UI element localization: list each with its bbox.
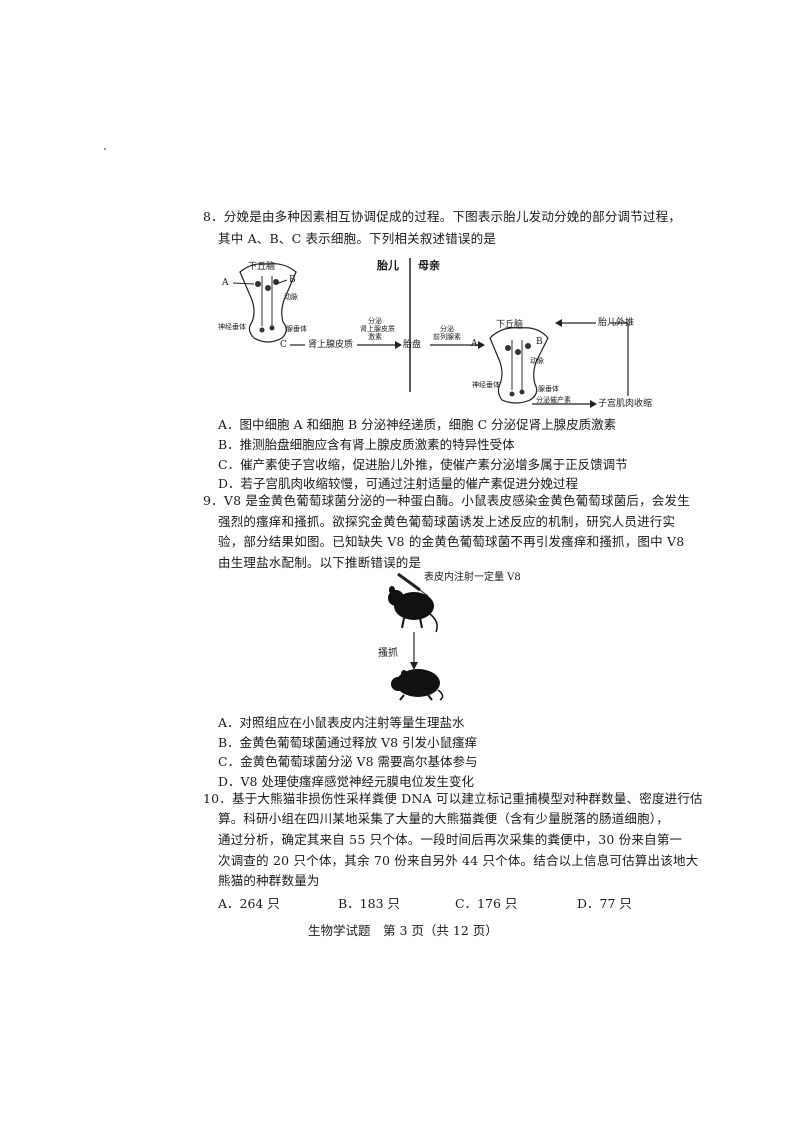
q10-option-b: B．183 只: [338, 896, 401, 911]
q10-stem-line5: 熊猫的种群数量为: [218, 873, 320, 888]
uterine-contraction-label: 子宫肌肉收缩: [598, 399, 653, 409]
q8-stem-line2: 其中 A、B、C 表示细胞。下列相关叙述错误的是: [218, 231, 497, 246]
q10-option-a: A．264 只: [218, 896, 280, 911]
left-adenohypophysis-label: 腺垂体: [286, 325, 307, 333]
q8-option-b: B．推测胎盘细胞应含有肾上腺皮质激素的特异性受体: [218, 437, 515, 452]
mother-label: 母亲: [418, 259, 440, 272]
q9-stem-line4: 由生理盐水配制。以下推断错误的是: [218, 555, 422, 570]
secrete-acth-line2: 肾上腺皮质: [360, 325, 395, 333]
right-cell-a-label: A: [471, 339, 478, 349]
q9-option-c: C．金黄色葡萄球菌分泌 V8 需要高尔基体参与: [218, 754, 478, 769]
left-cell-b-label: B: [289, 275, 296, 285]
q10-stem-line4: 次调查的 20 只个体，其余 70 份来自另外 44 只个体。结合以上信息可估算…: [218, 853, 699, 868]
q9-stem-line2: 强烈的瘙痒和搔抓。欲探究金黄色葡萄球菌诱发上述反应的机制，研究人员进行实: [218, 514, 676, 529]
q9-stem-line1: 9．V8 是金黄色葡萄球菌分泌的一种蛋白酶。小鼠表皮感染金黄色葡萄球菌后，会发生: [203, 493, 690, 508]
q8-option-a: A．图中细胞 A 和细胞 B 分泌神经递质，细胞 C 分泌促肾上腺皮质激素: [218, 417, 617, 432]
page-footer: 生物学试题 第 3 页（共 12 页）: [308, 923, 498, 938]
left-cell-a-label: A: [222, 278, 229, 288]
inject-v8-label: 表皮内注射一定量 V8: [424, 572, 521, 583]
secrete-acth-line1: 分泌: [368, 317, 382, 325]
right-neurohypophysis-label: 神经垂体: [472, 381, 500, 389]
q10-stem-line3: 通过分析，确定其来自 55 只个体。一段时间后再次采集的粪便中，30 份来自第一: [218, 832, 683, 847]
secrete-estrogen-line2: 前列腺素: [433, 333, 461, 341]
q10-stem-line1: 10．基于大熊猫非损伤性采样粪便 DNA 可以建立标记重捕模型对种群数量、密度进…: [203, 791, 703, 806]
q9-option-a: A．对照组应在小鼠表皮内注射等量生理盐水: [218, 715, 465, 730]
secrete-oxytocin-label: 分泌催产素: [536, 396, 571, 404]
right-artery-label: 动脉: [530, 357, 544, 365]
secrete-estrogen-line1: 分泌: [440, 325, 454, 333]
right-adenohypophysis-label: 腺垂体: [538, 385, 559, 393]
q8-option-d: D．若子宫肌肉收缩较慢，可通过注射适量的催产素促进分娩过程: [218, 476, 579, 491]
left-neurohypophysis-label: 神经垂体: [218, 323, 246, 331]
right-hypothalamus-label: 下丘脑: [496, 320, 524, 330]
fetus-label: 胎儿: [377, 259, 399, 272]
left-artery-label: 动脉: [284, 293, 298, 301]
q8-stem-line1: 8．分娩是由多种因素相互协调促成的过程。下图表示胎儿发动分娩的部分调节过程，: [203, 209, 682, 224]
q8-option-c: C．催产素使子宫收缩，促进胎儿外推，使催产素分泌增多属于正反馈调节: [218, 457, 628, 472]
q9-stem-line3: 验，部分结果如图。已知缺失 V8 的金黄色葡萄球菌不再引发瘙痒和搔抓，图中 V8: [218, 534, 685, 549]
left-cell-c-label: C: [280, 340, 287, 350]
q10-option-c: C．176 只: [455, 896, 518, 911]
secrete-acth-line3: 激素: [368, 333, 382, 341]
left-hypothalamus-label: 下丘脑: [248, 262, 276, 272]
q10-stem-line2: 算。科研小组在四川某地采集了大量的大熊猫粪便（含有少量脱落的肠道细胞），: [218, 811, 669, 826]
scan-speck: [104, 148, 106, 150]
q9-option-b: B．金黄色葡萄球菌通过释放 V8 引发小鼠瘙痒: [218, 735, 478, 750]
q9-option-d: D．V8 处理使瘙痒感觉神经元膜电位发生变化: [218, 774, 474, 789]
scratch-label: 搔抓: [378, 648, 398, 659]
fetus-push-label: 胎儿外推: [598, 318, 635, 328]
placenta-label: 胎盘: [403, 340, 422, 350]
adrenal-cortex-label: 肾上腺皮质: [308, 340, 354, 350]
right-cell-b-label: B: [536, 337, 543, 347]
q10-option-d: D．77 只: [577, 896, 632, 911]
